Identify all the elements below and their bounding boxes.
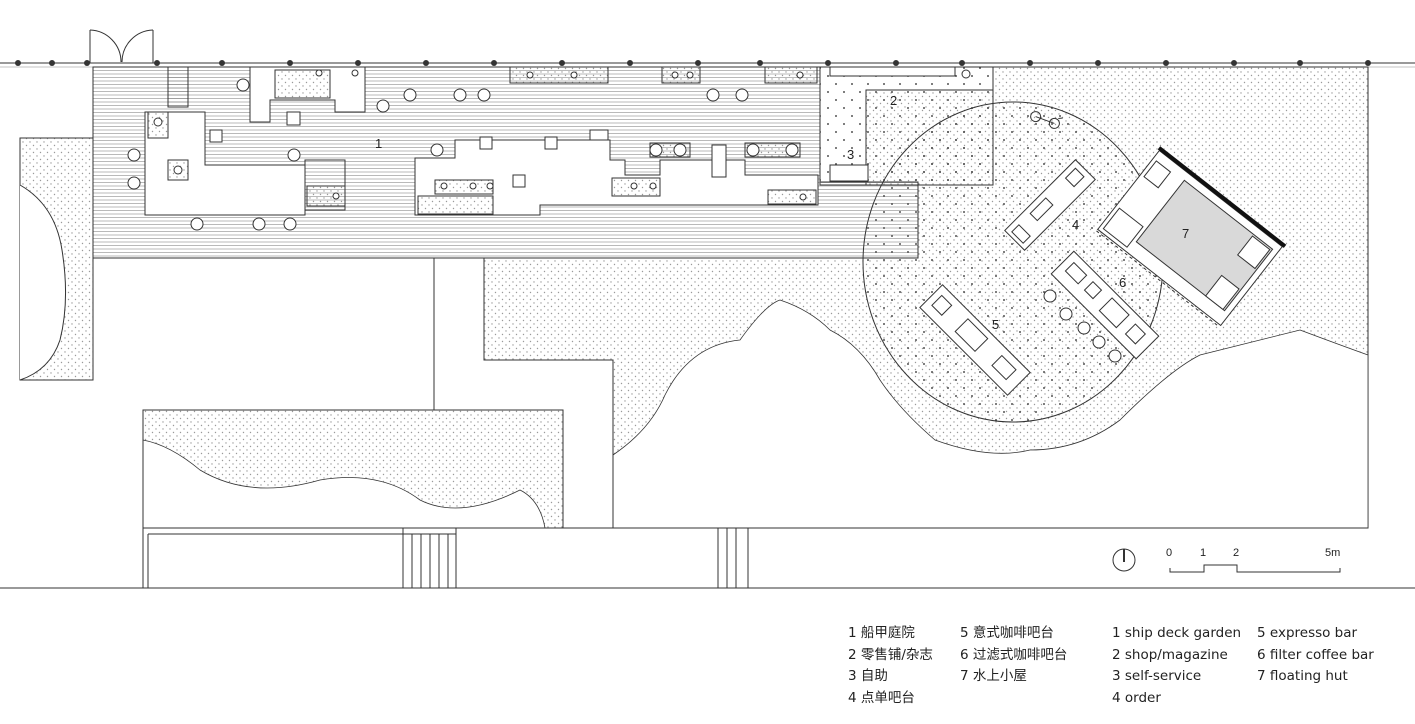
zone-label-4: 4 [1072, 217, 1079, 232]
fence-posts [15, 60, 1371, 66]
legend-item: 2 零售铺/杂志 [848, 646, 933, 663]
legend-item: 3 self-service [1112, 668, 1202, 684]
scale-labels: 0 1 2 5m [1166, 547, 1340, 559]
order-counter [1004, 159, 1096, 251]
zone-label-5: 5 [992, 317, 999, 332]
legend-zh-column-2: 5 意式咖啡吧台 6 过滤式咖啡吧台 7 水上小屋 [960, 623, 1067, 688]
filter-counter [1050, 250, 1160, 360]
zone-label-3: 3 [847, 147, 854, 162]
floor-plan: 1 2 3 4 5 6 7 0 1 2 5m [0, 29, 1415, 589]
espresso-counter [919, 284, 1031, 396]
legend-item: 7 floating hut [1257, 668, 1348, 684]
scale-label-0: 0 [1166, 547, 1172, 559]
legend-item: 4 点单吧台 [848, 689, 915, 706]
scale-bar [1169, 564, 1341, 573]
zone-label-1: 1 [375, 136, 382, 151]
legend-en-column-2: 5 expresso bar 6 filter coffee bar 7 flo… [1257, 623, 1374, 688]
legend-item: 7 水上小屋 [960, 668, 1027, 684]
zone-label-6: 6 [1119, 275, 1126, 290]
floating-hut [1096, 146, 1287, 328]
legend-item: 4 order [1112, 689, 1161, 706]
legend-item: 6 过滤式咖啡吧台 [960, 646, 1068, 663]
zone-label-7: 7 [1182, 226, 1189, 241]
zone-labels: 1 2 3 4 5 6 7 [375, 93, 1189, 332]
legend-item: 5 意式咖啡吧台 [960, 625, 1054, 641]
zone-label-2: 2 [890, 93, 897, 108]
legend-item: 5 expresso bar [1257, 625, 1358, 641]
deck-stools [127, 69, 807, 231]
legend-en-column-1: 1 ship deck garden 2 shop/magazine 3 sel… [1112, 623, 1241, 709]
bicycle-icon [1030, 111, 1063, 129]
legend-zh-column-1: 1 船甲庭院 2 零售铺/杂志 3 自助 4 点单吧台 [848, 623, 933, 709]
legend-item: 3 自助 [848, 668, 888, 684]
legend-item: 1 船甲庭院 [848, 625, 915, 641]
legend-item: 6 filter coffee bar [1257, 646, 1374, 663]
scale-label-5m: 5m [1325, 547, 1340, 559]
scale-label-2: 2 [1233, 547, 1239, 559]
scale-label-1: 1 [1200, 547, 1206, 559]
door-icon [89, 29, 154, 63]
legend-item: 2 shop/magazine [1112, 646, 1228, 663]
filter-bar-stools [1043, 289, 1122, 363]
north-arrow-icon [1112, 548, 1136, 572]
legend-item: 1 ship deck garden [1112, 625, 1242, 641]
